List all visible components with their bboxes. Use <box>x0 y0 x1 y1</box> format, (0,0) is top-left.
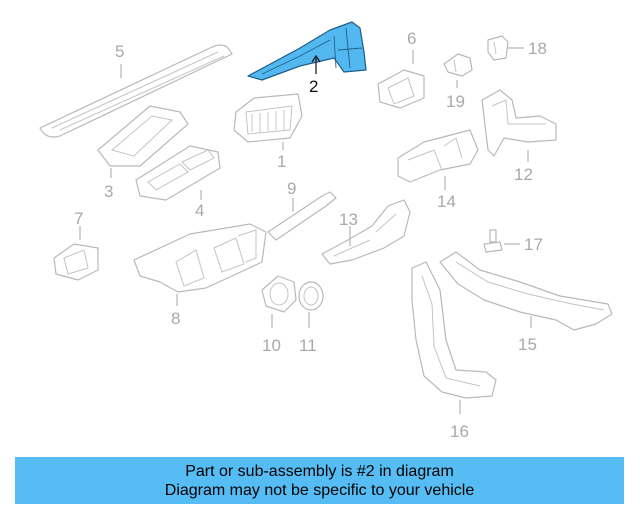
part-7-small-vent <box>53 243 99 281</box>
part-16-rear-duct <box>411 261 497 399</box>
banner-line-2: Diagram may not be specific to your vehi… <box>164 481 475 499</box>
callout-10: 10 <box>262 336 281 355</box>
callout-9: 9 <box>287 179 296 198</box>
part-5-dash-strip <box>39 44 233 138</box>
callout-5: 5 <box>115 42 124 61</box>
part-19-clip <box>443 53 473 77</box>
callout-6: 6 <box>407 29 416 48</box>
callout-16: 16 <box>450 422 469 441</box>
callout-7: 7 <box>74 209 83 228</box>
part-18-sensor <box>487 35 509 61</box>
callout-19: 19 <box>446 92 465 111</box>
part-8-dash-duct <box>133 223 267 293</box>
callout-12: 12 <box>514 165 533 184</box>
part-12-right-duct <box>481 89 557 157</box>
part-17-fastener <box>483 229 503 253</box>
part-6-side-vent <box>377 69 425 109</box>
part-11-ring <box>298 281 324 311</box>
callout-15: 15 <box>518 335 537 354</box>
part-14-center-duct <box>397 129 479 183</box>
callout-11: 11 <box>299 336 317 355</box>
callout-13: 13 <box>339 210 358 229</box>
part-13-duct <box>321 199 411 265</box>
callout-1: 1 <box>277 152 286 171</box>
callout-4: 4 <box>195 201 204 220</box>
banner-line-1: Part or sub-assembly is #2 in diagram <box>185 462 454 480</box>
callout-3: 3 <box>104 182 113 201</box>
part-4-center-vents <box>135 145 221 201</box>
info-banner: Part or sub-assembly is #2 in diagram Di… <box>15 457 624 504</box>
part-1-vent <box>233 93 303 143</box>
callout-17: 17 <box>524 235 543 254</box>
part-15-floor-duct <box>439 251 613 331</box>
part-9-tube <box>267 191 337 241</box>
part-2-highlighted-duct <box>247 21 367 81</box>
callout-2: 2 <box>309 77 318 96</box>
part-3-bezel <box>97 105 189 167</box>
part-10-round-vent <box>261 275 297 313</box>
parts-diagram: 5 2 3 4 1 6 19 <box>39 21 613 441</box>
callout-14: 14 <box>437 192 456 211</box>
callout-8: 8 <box>171 309 180 328</box>
callout-18: 18 <box>528 39 547 58</box>
